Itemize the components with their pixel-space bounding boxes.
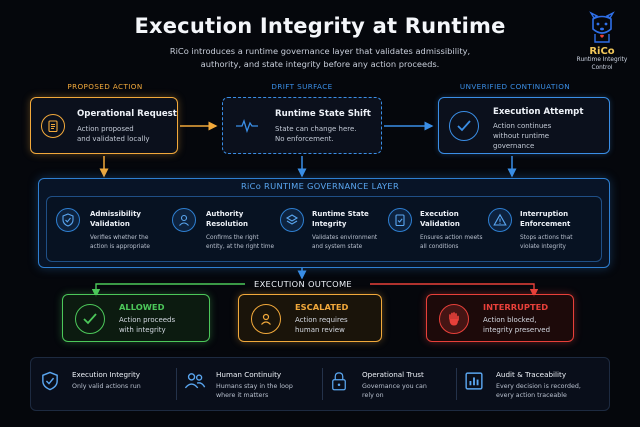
section-label-drift-surface: DRIFT SURFACE [271, 82, 333, 91]
hand-stop-icon [439, 304, 469, 334]
benefits-footer [30, 357, 610, 411]
shield-check-icon [42, 371, 58, 391]
outcome-text: Action requires human review [295, 316, 348, 334]
page-title: Execution Integrity at Runtime [134, 14, 506, 38]
footer-item-human-continuity: Human Continuity Humans stay in the loop… [184, 369, 324, 403]
footer-divider [456, 368, 457, 400]
check-circle-icon [449, 111, 479, 141]
governance-layer-inner [46, 196, 602, 262]
logo-tagline: Runtime Integrity Control [576, 57, 628, 71]
card-title: Execution Attempt [493, 107, 584, 117]
outcome-label: ALLOWED [119, 302, 165, 312]
clipboard-icon [41, 114, 65, 138]
shield-check-icon [56, 208, 80, 232]
outcome-text: Action blocked, integrity preserved [483, 316, 551, 334]
operational-request-card: Operational Request Action proposed and … [30, 97, 178, 154]
outcome-allowed-card: ALLOWED Action proceeds with integrity [62, 294, 210, 342]
clipboard-check-icon [388, 208, 412, 232]
pulse-icon [235, 114, 259, 138]
logo-name: RiCo [589, 46, 615, 57]
user-icon [172, 208, 196, 232]
outcome-label: ESCALATED [295, 302, 349, 312]
outcome-title: EXECUTION OUTCOME [245, 279, 361, 289]
card-text: Action continues without runtime governa… [493, 122, 552, 150]
footer-item-execution-integrity: Execution Integrity Only valid actions r… [40, 369, 180, 399]
card-text: State can change here. No enforcement. [275, 125, 357, 143]
rico-logo: RiCo Runtime Integrity Control [574, 10, 630, 72]
footer-item-audit: Audit & Traceability Every decision is r… [464, 369, 608, 403]
layers-icon [280, 208, 304, 232]
outcome-text: Action proceeds with integrity [119, 316, 176, 334]
lock-icon [332, 372, 346, 391]
outcome-escalated-card: ESCALATED Action requires human review [238, 294, 382, 342]
dog-mascot-icon [589, 11, 615, 43]
outcome-interrupted-card: INTERRUPTED Action blocked, integrity pr… [426, 294, 574, 342]
footer-divider [176, 368, 177, 400]
governance-layer-title: RiCo RUNTIME GOVERNANCE LAYER [240, 181, 400, 191]
card-title: Runtime State Shift [275, 109, 371, 119]
card-text: Action proposed and validated locally [77, 125, 150, 143]
arrow-to-allowed [91, 283, 270, 298]
outcome-label: INTERRUPTED [483, 302, 549, 312]
footer-divider [322, 368, 323, 400]
person-icon [251, 304, 281, 334]
check-icon [75, 304, 105, 334]
runtime-state-shift-card: Runtime State Shift State can change her… [222, 97, 382, 154]
execution-attempt-card: Execution Attempt Action continues witho… [438, 97, 610, 154]
warning-icon [488, 208, 512, 232]
people-icon [184, 373, 206, 389]
section-label-unverified-continuation: UNVERIFIED CONTINUATION [459, 82, 571, 91]
card-title: Operational Request [77, 109, 177, 119]
page-subtitle: RiCo introduces a runtime governance lay… [169, 46, 471, 69]
section-label-proposed-action: PROPOSED ACTION [67, 82, 143, 91]
bar-chart-icon [465, 372, 483, 390]
arrow-to-interrupted [370, 283, 539, 298]
